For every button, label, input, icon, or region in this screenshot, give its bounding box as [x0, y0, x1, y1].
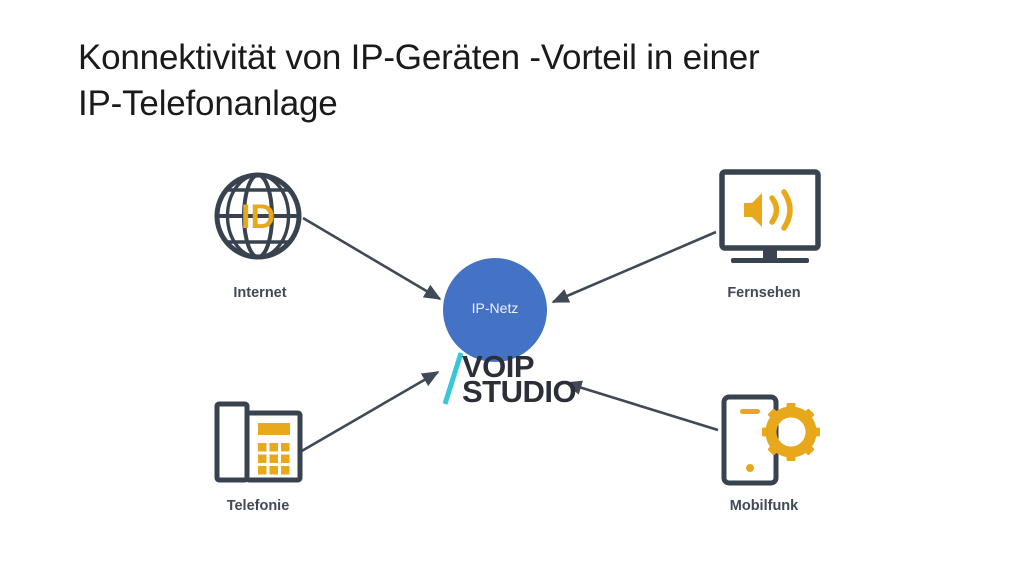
smartphone-gear-icon: [721, 394, 820, 486]
voipstudio-logo: VOIP STUDIO: [442, 349, 577, 409]
connector-mobilfunk-to-logo: [564, 380, 719, 432]
hub-circle: [443, 258, 547, 362]
hub-label: IP-Netz: [471, 300, 519, 316]
logo-slash-icon: [442, 352, 464, 405]
monitor-speaker-icon: [719, 169, 821, 263]
node-label-mobilfunk: Mobilfunk: [729, 498, 799, 514]
node-label-telefonie: Telefonie: [226, 498, 290, 514]
sound-wave-outer-icon: [781, 189, 793, 231]
node-label-internet: Internet: [233, 285, 287, 301]
connector-fernsehen-to-hub: [551, 230, 717, 304]
sound-wave-icon: [769, 195, 780, 225]
logo-line-1: VOIP: [462, 349, 534, 384]
connector-internet-to-hub: [302, 216, 442, 301]
phone-display: [258, 423, 290, 435]
globe-id-icon: ID: [214, 172, 302, 260]
gear-icon: [762, 403, 820, 461]
hub-node: [443, 258, 547, 362]
logo-line-2: STUDIO: [462, 374, 576, 409]
node-label-fernsehen: Fernsehen: [727, 285, 801, 301]
phone-home-button: [746, 464, 754, 472]
desk-phone-icon: [214, 401, 303, 483]
connector-telefonie-to-logo: [299, 370, 440, 454]
speaker-cone: [744, 193, 762, 227]
globe-id-text: ID: [241, 198, 275, 236]
phone-keypad: [258, 443, 290, 475]
phone-earpiece: [740, 409, 760, 414]
page-title: Konnektivität von IP-Geräten -Vorteil in…: [78, 38, 760, 123]
